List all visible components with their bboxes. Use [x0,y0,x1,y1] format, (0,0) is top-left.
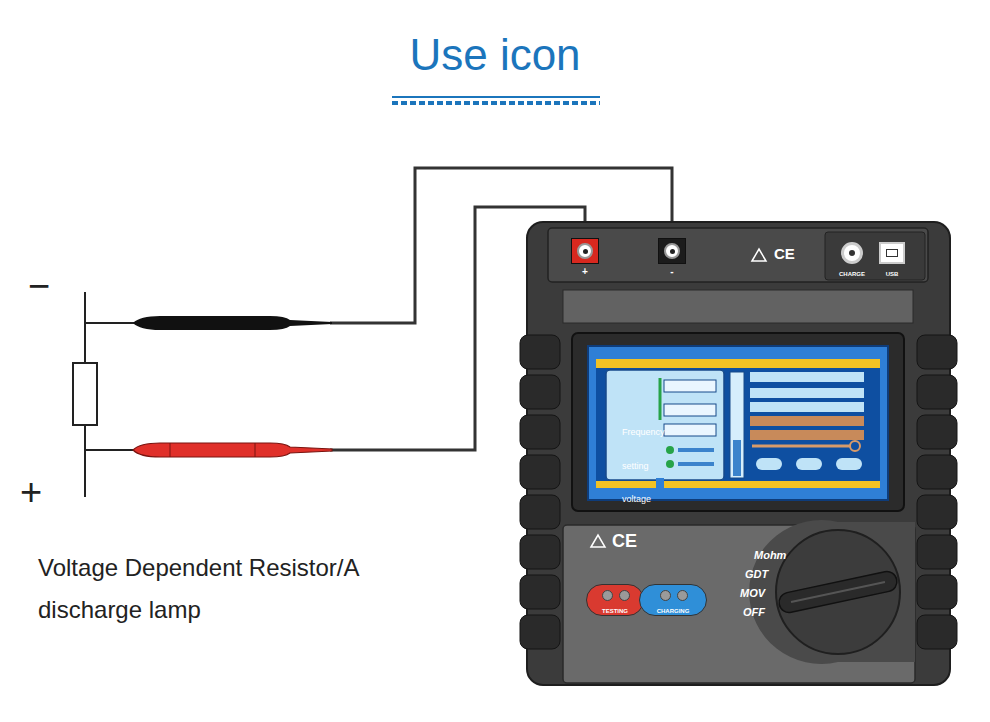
screen-button [836,458,862,470]
title-underline-dashed [392,101,600,105]
circuit-line [85,449,135,451]
jack-ring [664,243,680,259]
toggle [666,446,674,454]
node-label: CHARGE [839,271,865,277]
port-panel [825,232,925,280]
value-field [664,404,716,416]
ce-mark: CE [612,532,637,552]
screen-button [796,458,822,470]
jack-ring [577,243,593,259]
node-label: TESTING [602,608,628,614]
mode-label: MOV [740,587,765,599]
red-probe [133,443,332,457]
usb-socket [879,242,905,264]
mode-label: GDT [745,568,768,580]
polarity-sign: + [20,472,42,514]
probe-ring [170,443,171,457]
screen-overlay-label: setting [622,462,649,472]
warning-symbol [752,249,766,261]
toggle-track [678,462,714,466]
result-row [750,372,864,382]
bar-gauge-fill [733,440,741,476]
title-underline [392,96,600,98]
terminal-jack [658,238,686,264]
device-body [527,222,950,685]
node-label: USB [886,271,899,277]
resistor-symbol [73,363,97,425]
result-row [750,402,864,412]
led [660,590,671,601]
node-label: CHARGING [657,608,690,614]
progress-line [752,445,850,448]
settings-panel [606,370,724,480]
terminal-jack [571,238,599,264]
charging-button: CHARGING [639,584,707,616]
node-label: - [670,267,673,277]
warning-symbol [591,535,605,547]
result-row [750,430,864,440]
screen-overlay-label: voltage [622,495,651,505]
charge-port: CHARGE [832,238,872,278]
toggle-track [678,448,714,452]
voltage-marker [656,478,664,488]
screen-area [596,362,880,488]
caption-note: Voltage Dependent Resistor/A discharge l… [38,547,418,631]
bar-gauge [730,372,744,478]
testing-button: TESTING [586,584,644,616]
negative-terminal: - [655,236,689,278]
mode-label: Mohm [754,549,786,561]
screen-bezel [572,333,904,511]
terminal-panel [548,228,928,282]
circuit-line [85,322,135,324]
toggle [666,460,674,468]
node-label: + [582,267,588,277]
jack-hole [583,249,588,254]
jack-hole [670,249,675,254]
value-field [664,380,716,392]
knob-pointer [777,570,899,615]
socket-pin [849,250,855,256]
value-field [664,424,716,436]
led [619,590,630,601]
positive-terminal: + [568,236,602,278]
bottom-bar [596,481,880,488]
screen-overlay-label: Frequency [622,428,665,438]
rotary-knob [776,530,900,654]
status-bar [596,359,880,368]
usb-port: USB [874,238,910,278]
label-slot [563,290,913,323]
screen [588,346,888,500]
led [677,590,688,601]
charge-socket [841,242,863,264]
screen-button [756,458,782,470]
mode-label: OFF [743,606,765,618]
result-row [750,416,864,426]
result-row [750,388,864,398]
progress-knob [850,441,860,451]
title: Use icon [0,30,990,80]
polarity-sign: − [28,266,50,308]
led [602,590,613,601]
usb-slot [886,249,898,257]
probe-ring [255,443,256,457]
ce-mark: CE [774,246,795,263]
range-bar [659,378,662,420]
black-probe [133,316,332,330]
knob-plate [749,520,915,664]
